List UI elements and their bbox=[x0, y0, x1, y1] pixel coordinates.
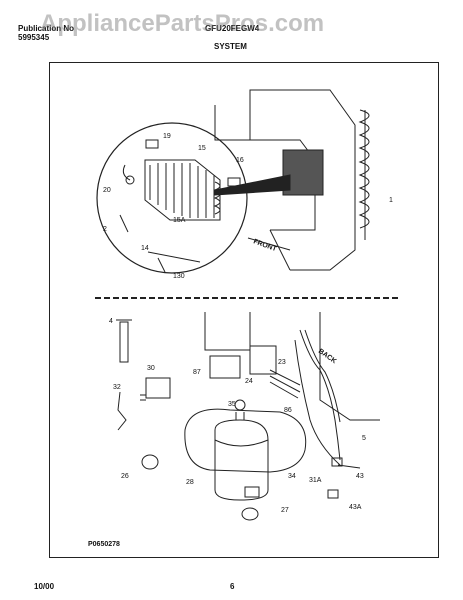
part-label: 4 bbox=[109, 318, 113, 325]
part-label: 24 bbox=[245, 378, 253, 385]
front-label: FRONT bbox=[252, 238, 278, 253]
part-label: 16 bbox=[236, 157, 244, 164]
part-label: 32 bbox=[113, 384, 121, 391]
part-label: 23 bbox=[278, 359, 286, 366]
part-label: 15 bbox=[198, 145, 206, 152]
footer-date: 10/00 bbox=[34, 582, 55, 591]
publication-label: Publication No bbox=[18, 24, 74, 33]
part-label: 1 bbox=[389, 197, 393, 204]
part-label: 130 bbox=[173, 273, 185, 280]
part-label: 20 bbox=[103, 187, 111, 194]
part-label: 43 bbox=[356, 473, 364, 480]
publication-number: 5995345 bbox=[18, 33, 50, 42]
diagram-frame bbox=[49, 62, 439, 558]
part-label: 2 bbox=[103, 226, 107, 233]
part-label: 27 bbox=[281, 507, 289, 514]
part-label: 43A bbox=[349, 504, 362, 511]
figure-code: P0650278 bbox=[88, 541, 120, 548]
part-label: 28 bbox=[186, 479, 194, 486]
page-number: 6 bbox=[230, 582, 235, 591]
part-label: 35 bbox=[228, 401, 236, 408]
part-label: 86 bbox=[284, 407, 292, 414]
part-label: 14 bbox=[141, 245, 149, 252]
part-label: 31A bbox=[309, 477, 322, 484]
part-label: 19 bbox=[163, 133, 171, 140]
part-label: 30 bbox=[147, 365, 155, 372]
part-label: 34 bbox=[288, 473, 296, 480]
part-label: 15A bbox=[173, 217, 186, 224]
part-label: 5 bbox=[362, 435, 366, 442]
model-number: GFU20FEGW4 bbox=[205, 24, 260, 33]
section-title: SYSTEM bbox=[214, 42, 247, 51]
watermark: AppliancePartsPros.com bbox=[40, 10, 325, 37]
part-label: 26 bbox=[121, 473, 129, 480]
part-label: 87 bbox=[193, 369, 201, 376]
